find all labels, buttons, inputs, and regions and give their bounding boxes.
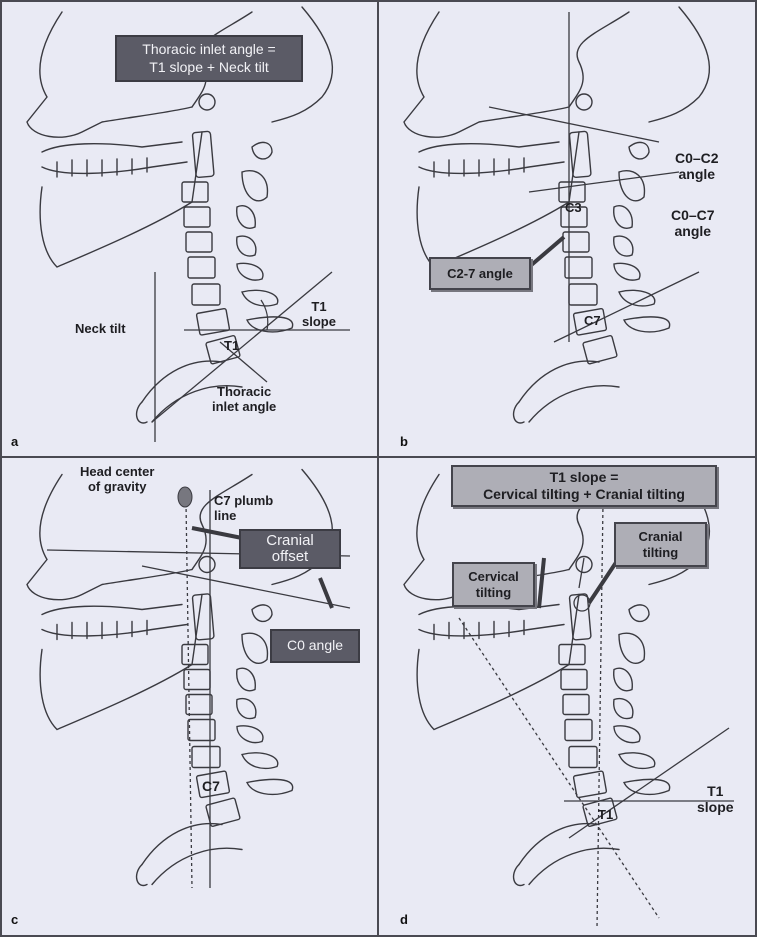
panel-letter: b xyxy=(400,434,408,449)
formula-line-1: T1 slope = xyxy=(549,469,619,486)
c7-label: C7 xyxy=(202,778,220,794)
formula-line-2: Cervical tilting + Cranial tilting xyxy=(483,486,685,502)
panel-d: T1 slope = Cervical tilting + Cranial ti… xyxy=(377,456,757,937)
t1-label: T1 xyxy=(224,338,240,353)
panel-letter: d xyxy=(400,912,408,927)
panel-letter: a xyxy=(11,434,19,449)
formula-box: Thoracic inlet angle = T1 slope + Neck t… xyxy=(115,35,303,82)
formula-box: T1 slope = Cervical tilting + Cranial ti… xyxy=(451,465,717,507)
formula-line-1: Thoracic inlet angle = xyxy=(142,41,276,57)
t1-label: T1 xyxy=(598,807,614,822)
cervical-spine-sketch xyxy=(403,6,711,424)
c2-7-angle-box: C2-7 angle xyxy=(429,257,531,290)
formula-line-2: T1 slope + Neck tilt xyxy=(149,58,269,75)
head-center-of-gravity-marker xyxy=(177,486,193,508)
panel-a: Thoracic inlet angle = T1 slope + Neck t… xyxy=(0,0,379,458)
cervical-spine-sketch xyxy=(26,6,350,442)
c3-label: C3 xyxy=(565,200,582,215)
cervical-spine-sketch xyxy=(26,468,351,889)
panel-letter: c xyxy=(11,912,19,927)
c7-label: C7 xyxy=(584,313,601,328)
c0-angle-box: C0 angle xyxy=(270,629,360,663)
neck-tilt-label: Neck tilt xyxy=(75,321,126,336)
